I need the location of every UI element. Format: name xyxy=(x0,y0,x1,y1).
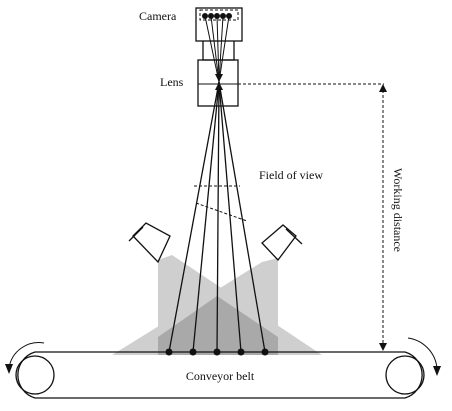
object-point xyxy=(237,348,245,356)
object-point xyxy=(213,348,221,356)
roller-left xyxy=(15,355,55,395)
lens-label: Lens xyxy=(160,75,184,89)
lamp-left-housing xyxy=(132,222,171,264)
working-distance-label: Working distance xyxy=(391,168,405,252)
camera-sensor xyxy=(199,9,239,21)
field-of-view-markers xyxy=(194,185,248,222)
conveyor-belt-label: Conveyor belt xyxy=(186,369,255,383)
camera-label: Camera xyxy=(139,9,177,23)
roller-right xyxy=(385,355,425,395)
lamp-right-housing xyxy=(261,224,297,262)
object-point xyxy=(261,348,269,356)
illumination-light xyxy=(112,255,322,355)
object-point xyxy=(189,348,197,356)
light-overlap xyxy=(158,296,278,355)
object-points xyxy=(165,348,269,356)
conveyor-belt xyxy=(5,337,441,399)
arrow-up-icon xyxy=(379,84,387,92)
field-of-view-label: Field of view xyxy=(259,168,323,182)
object-point xyxy=(165,348,173,356)
arrow-down-icon xyxy=(379,343,387,351)
working-distance-dimension xyxy=(238,83,387,351)
sensor-pixels xyxy=(202,13,232,19)
optical-rays xyxy=(168,15,266,353)
camera-body xyxy=(195,7,243,42)
rotation-arrow-left-icon xyxy=(8,342,45,369)
lamp-left xyxy=(128,222,171,264)
lamp-right xyxy=(261,224,303,262)
rotation-arrow-right-icon xyxy=(407,337,438,369)
